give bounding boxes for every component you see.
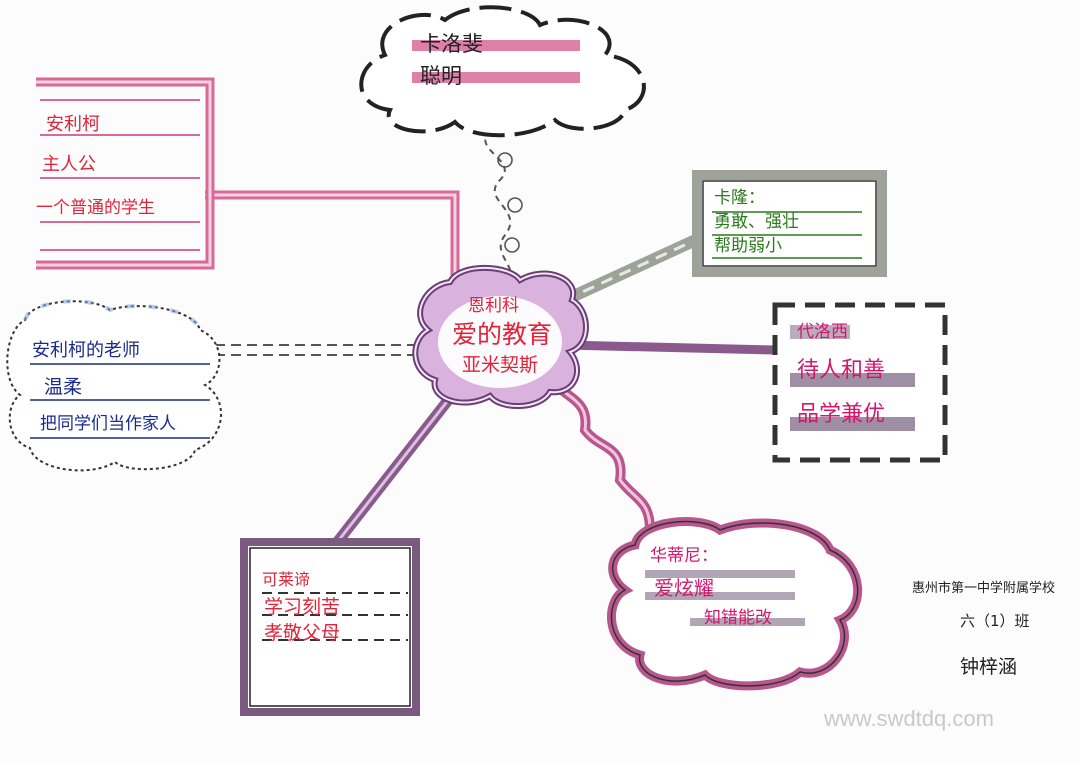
right-top-node-desc: 帮助弱小 [714, 236, 782, 256]
left-node-name: 安利柯的老师 [32, 340, 140, 361]
bottom-right-node-desc: 知错能改 [704, 608, 772, 628]
top-node-cloud [359, 5, 646, 138]
connector-top [484, 129, 513, 291]
center-label-character: 恩利科 [468, 296, 519, 316]
top-node-name: 卡洛斐 [420, 32, 483, 56]
right-node-name: 代洛西 [797, 322, 848, 342]
bottom-right-node-name: 华蒂尼： [650, 546, 718, 566]
left-node-cloud [6, 299, 222, 472]
bottom-right-node-cloud [607, 517, 863, 691]
connector-right [564, 340, 776, 355]
connector-left-top [205, 190, 460, 300]
left-top-node-box [36, 77, 215, 270]
right-top-node-trait: 勇敢、强壮 [714, 212, 799, 232]
left-node-trait: 温柔 [44, 376, 83, 398]
right-node-box [772, 302, 948, 463]
loop-mark [504, 237, 520, 253]
right-top-node-name: 卡隆： [714, 188, 765, 208]
bottom-left-node-name: 可莱谛 [262, 570, 311, 589]
right-node-desc: 品学兼优 [797, 402, 886, 427]
left-top-node-name: 安利柯 [46, 114, 100, 135]
top-node-trait: 聪明 [420, 64, 462, 88]
connectors [205, 129, 776, 549]
loop-mark [507, 197, 523, 213]
left-top-node-role: 主人公 [42, 154, 96, 175]
right-node-trait: 待人和善 [797, 358, 886, 383]
center-label-author: 亚米契斯 [462, 354, 539, 376]
signature-class: 六（1）班 [960, 612, 1030, 630]
bottom-right-node-trait: 爱炫耀 [654, 576, 714, 600]
signature-school: 惠州市第一中学附属学校 [912, 581, 1056, 596]
left-top-node-desc: 一个普通的学生 [36, 198, 155, 218]
bottom-left-node-box [240, 538, 420, 716]
center-node-cloud [412, 264, 589, 410]
center-label-title: 爱的教育 [452, 320, 553, 349]
bottom-left-node-trait: 学习刻苦 [264, 596, 341, 618]
loop-mark [497, 152, 513, 168]
signature-name: 钟梓涵 [960, 656, 1018, 678]
watermark: www.swdtdq.com [824, 706, 994, 731]
right-top-node-box [692, 170, 887, 277]
bottom-left-node-desc: 孝敬父母 [264, 622, 341, 644]
left-node-desc: 把同学们当作家人 [40, 414, 176, 434]
